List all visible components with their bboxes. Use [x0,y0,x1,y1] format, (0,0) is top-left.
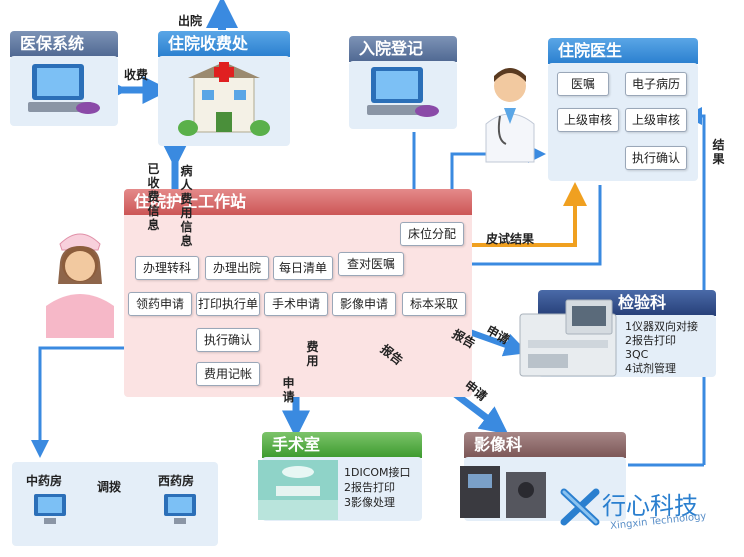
nurse-transfer-node[interactable]: 办理转科 [135,256,199,280]
surgery-item-2: 2报告打印 [344,481,395,494]
surgery-item-3: 3影像处理 [344,496,395,509]
nurse-surgery-apply-node[interactable]: 手术申请 [264,292,328,316]
computer-icon [34,494,66,524]
lab-analyzer-icon [519,299,617,377]
computer-icon [164,494,196,524]
shoushu-title: 手术室 [262,432,422,458]
western-pharmacy-label[interactable]: 西药房 [158,474,195,488]
logo-name: 行心科技 [602,492,698,520]
label-transfer: 调拨 [97,480,122,494]
surgery-item-1: 1DICOM接口 [344,466,411,479]
lab-item-1: 1仪器双向对接 [625,320,698,333]
label-result: 结果 [712,138,725,166]
nurse-image-apply-node[interactable]: 影像申请 [332,292,396,316]
lab-item-3: 3QC [625,348,649,361]
doctor-node-emr[interactable]: 电子病历 [625,72,687,96]
doctor-node-review-2[interactable]: 上级审核 [625,108,687,132]
doctor-avatar [485,68,535,163]
shoufei-panel[interactable] [158,56,290,146]
operating-room-photo [258,460,338,520]
nurse-print-order-node[interactable]: 打印执行单 [196,292,260,316]
nurse-fee-node[interactable]: 费用记帐 [196,362,260,386]
doctor-node-review-1[interactable]: 上级审核 [557,108,619,132]
label-skin-test: 皮试结果 [486,232,535,246]
ruyuan-panel[interactable] [349,61,457,129]
doctor-node-confirm[interactable]: 执行确认 [625,146,687,170]
imaging-machine-icon [460,466,546,518]
hospital-icon [178,62,270,136]
chinese-pharmacy-label[interactable]: 中药房 [26,474,63,488]
nurse-check-order-node[interactable]: 查对医嘱 [338,252,404,276]
nurse-exec-confirm-node[interactable]: 执行确认 [196,328,260,352]
nurse-specimen-node[interactable]: 标本采取 [402,292,466,316]
lab-item-2: 2报告打印 [625,334,676,347]
nurse-daily-list-node[interactable]: 每日清单 [273,256,333,280]
computer-icon [367,67,439,117]
xingxin-logo-icon [560,488,600,526]
label-fee: 费用 [306,340,319,368]
nurse-drug-apply-node[interactable]: 领药申请 [128,292,192,316]
yingxiang-title: 影像科 [464,432,626,458]
bed-allocation-node[interactable]: 床位分配 [400,222,464,246]
label-charge: 收费 [124,68,149,82]
nurse-station-title: 住院护士工作站 [124,189,472,215]
computer-icon [28,64,100,114]
doctor-node-yizhu[interactable]: 医嘱 [557,72,609,96]
label-paid-info: 已收费信息 [147,162,160,232]
yibao-title: 医保系统 [10,31,118,57]
nurse-discharge-node[interactable]: 办理出院 [205,256,269,280]
nurse-avatar [46,233,114,338]
shoufei-title: 住院收费处 [158,31,290,57]
label-patient-fee-info: 病人费用信息 [180,164,193,248]
label-surgery-apply: 申请 [282,376,295,404]
yibao-panel[interactable] [10,56,118,126]
ruyuan-title: 入院登记 [349,36,457,62]
lab-item-4: 4试剂管理 [625,362,676,375]
yisheng-title: 住院医生 [548,38,698,64]
label-discharge: 出院 [178,14,203,28]
